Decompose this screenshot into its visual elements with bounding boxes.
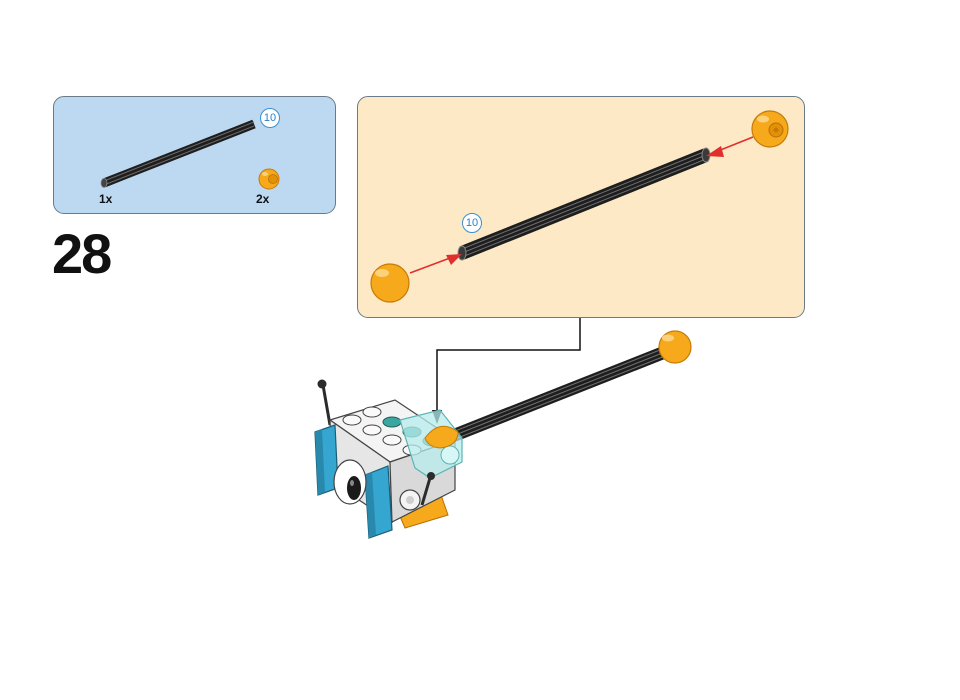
step-number: 28	[52, 222, 112, 285]
model-axle	[447, 343, 673, 444]
parts-list-panel: 10 1x 2x	[53, 96, 336, 214]
axle-quantity: 1x	[99, 192, 113, 206]
sub-assembly-callout: 10	[357, 96, 805, 318]
model-near-orange-ball	[424, 425, 459, 449]
right-insert-arrow	[706, 136, 754, 157]
parts-list-illustration	[100, 119, 280, 190]
left-orange-ball	[370, 263, 410, 303]
callout-axle-length-badge: 10	[462, 213, 482, 233]
orange-ball-quantity: 2x	[256, 192, 270, 206]
callout-illustration	[370, 110, 789, 303]
axle-length-badge: 10	[260, 108, 280, 128]
white-round-piece	[399, 489, 421, 511]
left-antenna	[317, 379, 332, 426]
orange-ball-part-icon	[258, 168, 280, 190]
right-orange-ball	[751, 110, 789, 148]
model-far-orange-ball	[658, 330, 692, 364]
right-teal-panel	[364, 465, 393, 539]
axle-part-icon	[100, 119, 256, 188]
left-insert-arrow	[409, 254, 462, 274]
right-antenna	[420, 472, 435, 506]
eye-piece	[333, 459, 367, 505]
callout-axle	[457, 147, 711, 261]
